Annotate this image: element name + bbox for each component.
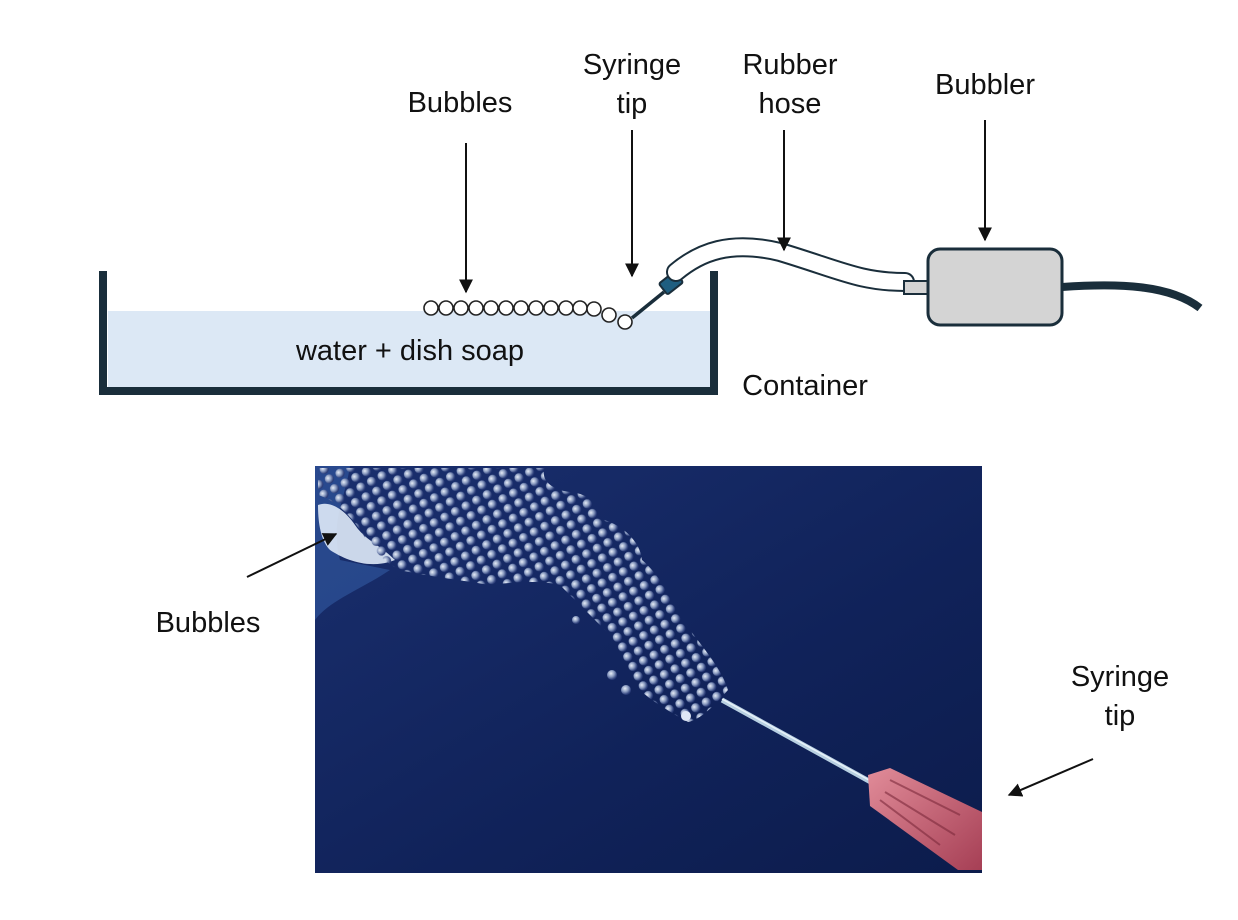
bubbler-box: [926, 247, 1064, 327]
label-water: water + dish soap: [295, 335, 525, 367]
power-cord: [1061, 281, 1203, 312]
photo-panel: [315, 466, 982, 873]
arrow-bubbles-bottom: [246, 533, 338, 578]
water-fill: [108, 311, 710, 388]
label-rubber-hose: Rubber hose: [742, 49, 838, 120]
label-bubbler: Bubbler: [935, 69, 1035, 101]
label-syringe-tip-top: Syringe tip: [582, 49, 682, 120]
label-bubbles-bottom: Bubbles: [155, 607, 261, 639]
container: [99, 271, 718, 395]
bubble-row: [423, 300, 633, 330]
photo-syringe-hub: [868, 768, 982, 870]
arrow-syringe-bottom: [1007, 758, 1094, 797]
photo-needle: [720, 697, 880, 789]
label-syringe-tip-bottom: Syringe tip: [1070, 661, 1170, 732]
label-bubbles-top: Bubbles: [407, 87, 513, 119]
bubble-raft: [318, 468, 728, 722]
bubbler-connector: [903, 280, 929, 295]
syringe-needle: [630, 290, 666, 320]
label-container: Container: [742, 370, 868, 402]
